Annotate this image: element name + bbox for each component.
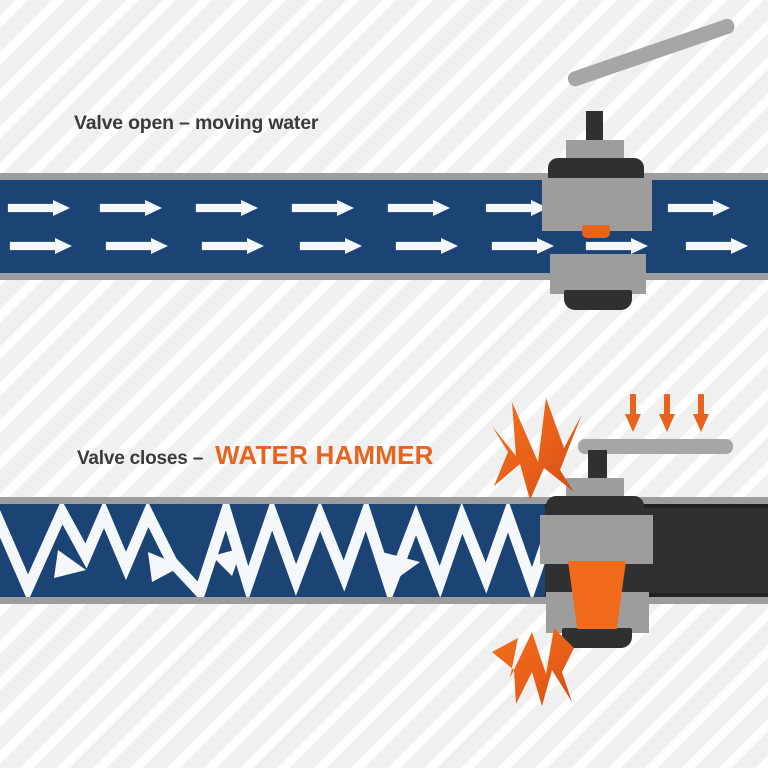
shock-wave-zigzag — [0, 504, 560, 597]
flow-arrow-shaft — [106, 242, 152, 250]
flow-arrow-shaft — [492, 242, 538, 250]
valve-closed-assembly[interactable] — [520, 430, 733, 655]
pipe-bottom-rim-upper — [0, 497, 768, 504]
pipe-top-rim-upper — [0, 173, 768, 180]
pressure-arrow-1 — [625, 394, 641, 432]
flow-arrow-head — [631, 238, 648, 254]
pipe-bottom-rim-lower — [0, 597, 768, 604]
valve-closed-flange-upper — [540, 515, 653, 564]
flow-arrow-lower-3 — [202, 238, 264, 254]
shock-arrowhead-3 — [382, 552, 420, 582]
flow-arrow-head — [713, 200, 730, 216]
valve-open-handle[interactable] — [565, 17, 737, 89]
shock-arrowhead-2 — [212, 548, 242, 576]
flow-arrow-shaft — [396, 242, 442, 250]
valve-closed-bottom-cap — [562, 628, 632, 648]
flow-arrow-upper-8 — [668, 200, 730, 216]
flow-arrow-head — [151, 238, 168, 254]
bottom-panel-label-lead: Valve closes – — [77, 448, 204, 469]
flow-arrow-shaft — [300, 242, 346, 250]
valve-open-bottom-cap — [564, 290, 632, 310]
flow-arrow-lower-4 — [300, 238, 362, 254]
flow-arrow-head — [345, 238, 362, 254]
stopped-water-cap-top — [545, 504, 768, 508]
valve-open-stem — [586, 111, 603, 149]
bottom-panel-label: Valve closes – WATER HAMMER — [77, 440, 434, 471]
flow-arrow-shaft — [8, 204, 54, 212]
flow-arrow-shaft — [292, 204, 338, 212]
flow-arrow-upper-4 — [292, 200, 354, 216]
flow-arrow-head — [433, 200, 450, 216]
shock-arrowhead-4 — [54, 550, 86, 578]
shock-arrowhead-1 — [148, 552, 182, 582]
flow-arrow-head — [241, 200, 258, 216]
flow-arrow-shaft — [668, 204, 714, 212]
flow-arrow-lower-7 — [586, 238, 648, 254]
flow-arrow-shaft — [10, 242, 56, 250]
pressure-arrow-2 — [659, 394, 675, 432]
valve-closed-plug-icon — [568, 561, 626, 629]
flow-arrow-head — [731, 238, 748, 254]
valve-closed-handle[interactable] — [578, 439, 733, 454]
flow-arrow-head — [441, 238, 458, 254]
flow-arrow-head — [337, 200, 354, 216]
valve-open-assembly[interactable] — [520, 17, 737, 310]
flow-arrow-upper-3 — [196, 200, 258, 216]
flow-arrow-shaft — [196, 204, 242, 212]
flow-arrow-shaft — [202, 242, 248, 250]
flow-arrow-shaft — [100, 204, 146, 212]
flow-arrow-head — [145, 200, 162, 216]
valve-open-plug-icon — [582, 225, 610, 238]
flow-arrow-shaft — [486, 204, 532, 212]
pipe-top-rim-lower — [0, 273, 768, 280]
valve-open-flange-upper — [542, 178, 652, 231]
impact-burst-top-icon — [492, 398, 582, 500]
flow-arrow-lower-6 — [492, 238, 554, 254]
flow-arrow-upper-5 — [388, 200, 450, 216]
flow-arrow-lower-1 — [10, 238, 72, 254]
stopped-water-cap-bottom — [545, 593, 768, 597]
flow-arrow-head — [247, 238, 264, 254]
flow-arrow-head — [55, 238, 72, 254]
top-panel-label: Valve open – moving water — [74, 112, 319, 134]
impact-burst-bottom-icon — [492, 628, 574, 706]
flow-arrow-lower-5 — [396, 238, 458, 254]
pressure-arrow-3 — [693, 394, 709, 432]
flow-arrow-head — [537, 238, 554, 254]
water-hammer-emphasis: WATER HAMMER — [215, 440, 434, 470]
flow-arrow-lower-2 — [106, 238, 168, 254]
valve-closed-stem — [588, 450, 607, 486]
flow-arrow-head — [53, 200, 70, 216]
flow-arrow-lower-8 — [686, 238, 748, 254]
flow-arrow-upper-1 — [8, 200, 70, 216]
valve-open-flange-lower — [550, 254, 646, 294]
flow-arrow-shaft — [686, 242, 732, 250]
flow-arrow-shaft — [388, 204, 434, 212]
flow-arrow-upper-2 — [100, 200, 162, 216]
flow-arrow-shaft — [586, 242, 632, 250]
pressure-arrow-group — [625, 394, 709, 432]
